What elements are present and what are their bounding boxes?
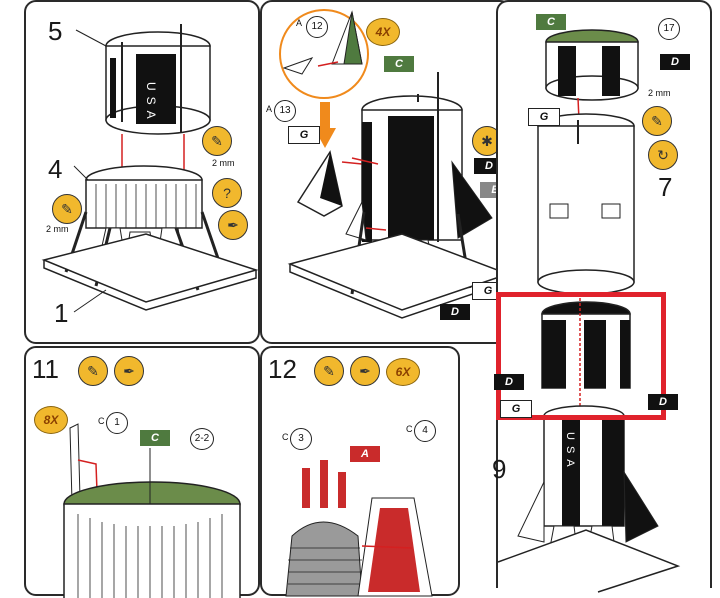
- prefix-c-4: C: [406, 424, 413, 434]
- measure-2mm-left: 2 mm: [46, 224, 69, 234]
- callout-17: 17: [658, 18, 680, 40]
- prefix-a-13: A: [266, 104, 273, 114]
- step-number-11: 11: [32, 354, 59, 384]
- callout-a13: 13: [274, 100, 296, 122]
- flag-c-step11: C: [140, 430, 170, 446]
- measure-2mm-right: 2 mm: [212, 158, 235, 168]
- step-number-1: 1: [54, 298, 69, 328]
- flag-c-step7: C: [536, 14, 566, 30]
- callout-2-2: 2-2: [190, 428, 214, 450]
- multiplier-badge-4x: 4X: [366, 18, 400, 46]
- flag-d-step2-bottom: D: [440, 304, 470, 320]
- paint-tool-icon-12a: ✎: [314, 356, 344, 386]
- step-12-illustration: [285, 460, 433, 597]
- step-number-9: 9: [492, 454, 507, 484]
- flag-g-step8: G: [500, 400, 532, 418]
- flag-c-step2: C: [384, 56, 414, 72]
- glue-tool-icon-step7: ✎: [642, 106, 672, 136]
- callout-a12: 12: [306, 16, 328, 38]
- step-number-7: 7: [658, 172, 673, 202]
- flag-g-step7: G: [528, 108, 560, 126]
- callout-number-4: 4: [48, 154, 63, 184]
- glue-tool-icon-left: ✎: [52, 194, 82, 224]
- step-11-illustration: [63, 423, 241, 598]
- flag-d-step8-right: D: [648, 394, 678, 410]
- paint-tool-icon-11a: ✎: [78, 356, 108, 386]
- multiplier-badge-8x: 8X: [34, 406, 68, 434]
- panel-step-2: 12 A 13 A 4X C G ✱ D E G D: [260, 0, 512, 344]
- usa-text-step1: USA: [144, 82, 158, 125]
- paint-brush-icon: ✒: [218, 210, 248, 240]
- flag-d-step7: D: [660, 54, 690, 70]
- callout-c3: 3: [290, 428, 312, 450]
- help-question-icon: ?: [212, 178, 242, 208]
- step-2-illustration: [279, 9, 511, 319]
- callout-c4: 4: [414, 420, 436, 442]
- prefix-a-12: A: [296, 18, 303, 28]
- usa-text-step9: USA: [564, 432, 576, 473]
- measure-2mm-step7: 2 mm: [648, 88, 671, 98]
- step-number-12: 12: [268, 354, 297, 384]
- prefix-c-3: C: [282, 432, 289, 442]
- step-1-illustration: [41, 24, 259, 313]
- multiplier-badge-6x: 6X: [386, 358, 420, 386]
- rotate-icon: ↻: [648, 140, 678, 170]
- flag-g-step2: G: [288, 126, 320, 144]
- flag-d-step8: D: [494, 374, 524, 390]
- callout-c1: 1: [106, 412, 128, 434]
- panel-step-1: 5 4 1: [24, 0, 260, 344]
- prefix-c-1: C: [98, 416, 105, 426]
- selection-highlight-box: [496, 292, 666, 420]
- flag-a-step12: A: [350, 446, 380, 462]
- paint-tool-icon-11b: ✒: [114, 356, 144, 386]
- panel-step-12: 12 ✎ ✒ 6X 3 C 4 C A: [260, 346, 460, 597]
- panel-step-11: 11 ✎ ✒ 8X 1 C C 2-2: [24, 346, 260, 598]
- glue-tool-icon: ✎: [202, 126, 232, 156]
- paint-tool-icon-12b: ✒: [350, 356, 380, 386]
- callout-number-5: 5: [48, 16, 63, 46]
